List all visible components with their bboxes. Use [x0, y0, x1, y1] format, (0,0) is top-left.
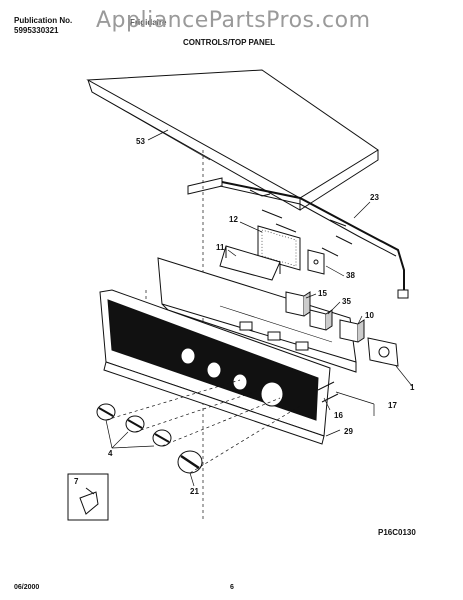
callout-16: 16 [334, 411, 343, 420]
bracket-part [219, 245, 281, 281]
callout-10: 10 [365, 311, 374, 320]
publication-label: Publication No. [14, 16, 73, 25]
callout-12: 12 [229, 215, 238, 224]
callout-11: 11 [216, 243, 225, 252]
knobs-part [96, 403, 172, 447]
callout-21: 21 [190, 487, 199, 496]
callout-38: 38 [346, 271, 355, 280]
part-7-inset [67, 473, 109, 521]
wire-harness-part [187, 177, 409, 299]
footer-date: 06/2000 [14, 584, 40, 591]
timer-part [367, 337, 399, 367]
callout-4: 4 [108, 449, 113, 458]
switch-10-part [339, 319, 365, 343]
leader-lines [147, 129, 413, 437]
large-knob-part [177, 450, 203, 474]
switch-35-part [309, 309, 333, 331]
callout-23: 23 [370, 193, 379, 202]
front-console-part [99, 289, 339, 445]
switch-15-part [285, 291, 311, 317]
switch-38-part [307, 249, 325, 275]
top-panel-part [86, 69, 379, 211]
publication-number: 5995330321 [14, 26, 59, 35]
callout-29: 29 [344, 427, 353, 436]
section-title: CONTROLS/TOP PANEL [183, 38, 276, 47]
callout-1: 1 [410, 383, 415, 392]
callout-17: 17 [388, 401, 397, 410]
watermark: AppliancePartsPros.com [96, 8, 371, 33]
back-panel-part [157, 257, 357, 373]
callout-53: 53 [136, 137, 145, 146]
callout-7: 7 [74, 477, 79, 486]
brand-name: Frigidaire [130, 18, 167, 27]
page-number: 6 [230, 584, 234, 591]
guide-lines [145, 150, 204, 520]
figure-code: P16C0130 [378, 528, 416, 537]
callout-15: 15 [318, 289, 327, 298]
knob-lines [105, 379, 301, 487]
callout-35: 35 [342, 297, 351, 306]
